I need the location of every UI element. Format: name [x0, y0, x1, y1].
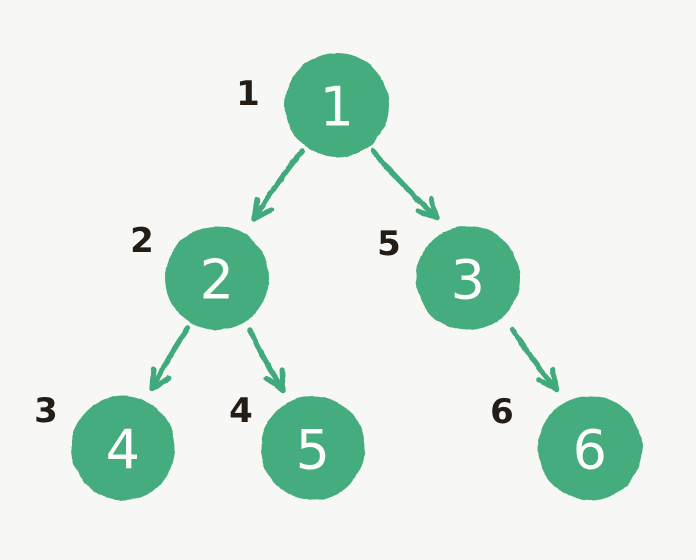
tree-node-6[interactable]: 6 [538, 396, 642, 500]
node-order-label: 2 [130, 221, 154, 261]
node-value-text: 2 [200, 249, 235, 312]
node-circle [165, 226, 269, 330]
node-circle [261, 396, 365, 500]
tree-node-3[interactable]: 3 [416, 226, 520, 330]
node-circle [285, 53, 389, 157]
tree-node-5[interactable]: 5 [261, 396, 365, 500]
node-value-text: 6 [573, 419, 608, 482]
edges-layer [149, 148, 559, 393]
node-circle [538, 396, 642, 500]
node-order-label: 5 [377, 224, 401, 264]
node-order-label: 4 [229, 391, 253, 431]
node-circle [416, 226, 520, 330]
tree-edge-arrow [149, 325, 191, 392]
tree-edge-arrow [247, 327, 286, 393]
tree-node-1[interactable]: 1 [285, 53, 389, 157]
tree-edge-arrow [510, 327, 559, 392]
tree-node-4[interactable]: 4 [71, 396, 175, 500]
tree-edge-arrow [370, 148, 440, 221]
node-value-text: 5 [296, 419, 331, 482]
node-order-label: 1 [236, 74, 260, 114]
node-value-text: 1 [320, 76, 355, 139]
tree-edge-arrow [251, 148, 305, 222]
node-order-label: 3 [34, 391, 58, 431]
node-value-text: 4 [106, 419, 141, 482]
node-order-label: 6 [490, 392, 514, 432]
node-value-text: 3 [451, 249, 486, 312]
nodes-layer: 1 2 3 4 5 6 [71, 53, 642, 500]
tree-node-2[interactable]: 2 [165, 226, 269, 330]
node-labels-layer: 1 2 5 3 4 6 [34, 74, 514, 432]
node-circle [71, 396, 175, 500]
